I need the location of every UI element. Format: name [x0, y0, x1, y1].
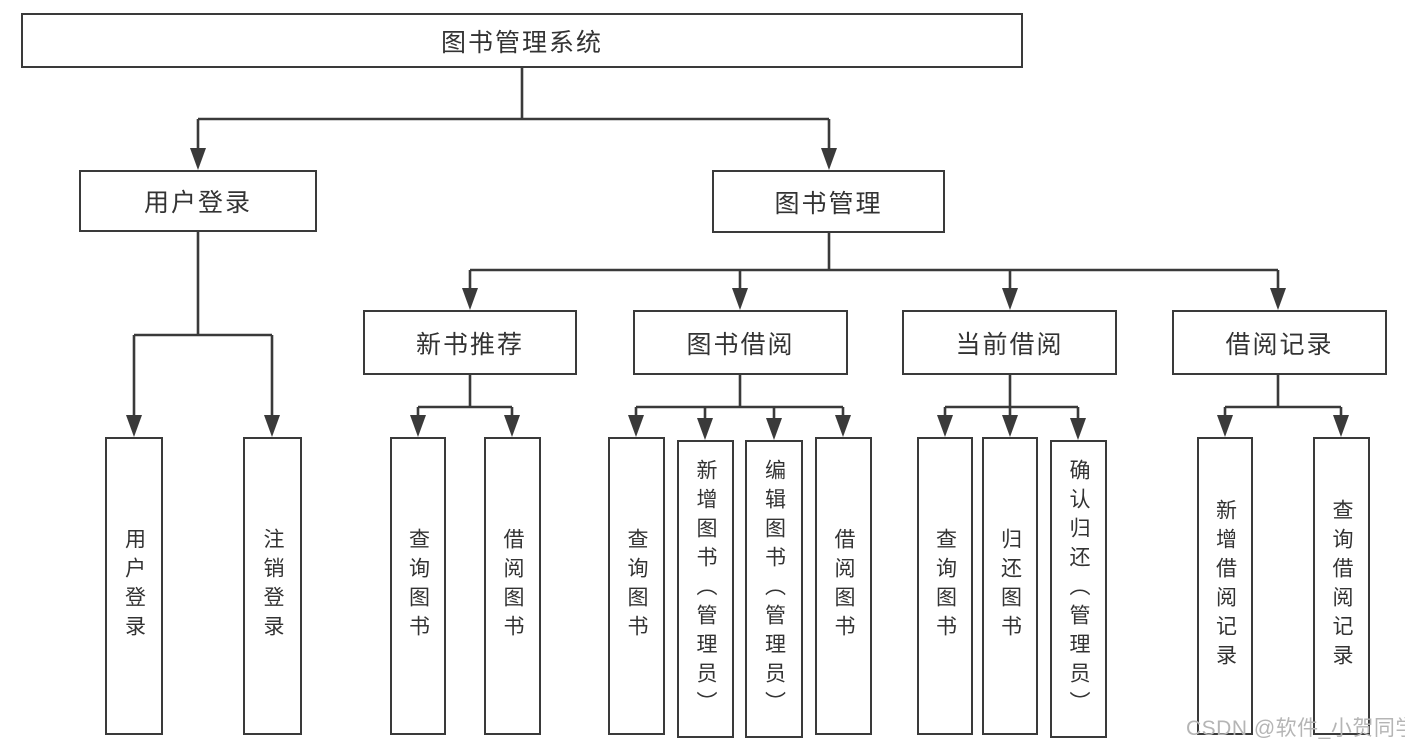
- node-borrowing-records-label: 借阅记录: [1225, 330, 1334, 359]
- node-current-borrowing: 当前借阅: [902, 310, 1117, 375]
- node-user-login-label: 用户登录: [143, 189, 252, 217]
- arrow-down-icons: [126, 148, 1349, 440]
- csdn-watermark: CSDN @软件_小贺同学: [1186, 717, 1405, 740]
- leaf-add-borrow-record-label: 新增借阅记录: [1213, 499, 1237, 673]
- leaf-confirm-return-admin-label: 确认归还（管理员）: [1067, 458, 1090, 720]
- leaf-user-login: 用户登录: [105, 437, 163, 735]
- node-book-management: 图书管理: [712, 170, 945, 233]
- node-current-borrowing-label: 当前借阅: [955, 330, 1064, 359]
- node-new-book-recommend: 新书推荐: [363, 310, 577, 375]
- leaf-confirm-return-admin: 确认归还（管理员）: [1050, 440, 1107, 738]
- leaf-query-borrow-record: 查询借阅记录: [1313, 437, 1370, 735]
- leaf-query-books-recommend-label: 查询图书: [406, 528, 430, 644]
- node-book-borrowing-label: 图书借阅: [686, 330, 795, 359]
- node-book-borrowing: 图书借阅: [633, 310, 848, 375]
- node-borrowing-records: 借阅记录: [1172, 310, 1387, 375]
- leaf-add-borrow-record: 新增借阅记录: [1197, 437, 1253, 735]
- leaf-return-books: 归还图书: [982, 437, 1038, 735]
- leaf-query-books-current-label: 查询图书: [933, 528, 957, 644]
- leaf-query-books-recommend: 查询图书: [390, 437, 446, 735]
- leaf-query-books-borrowing-label: 查询图书: [625, 528, 648, 644]
- node-root-system: 图书管理系统: [21, 13, 1023, 68]
- leaf-return-books-label: 归还图书: [998, 528, 1022, 644]
- leaf-logout-label: 注销登录: [261, 528, 284, 644]
- leaf-user-login-label: 用户登录: [122, 528, 146, 644]
- leaf-add-books-admin: 新增图书（管理员）: [677, 440, 734, 738]
- node-new-book-recommend-label: 新书推荐: [415, 330, 524, 359]
- leaf-edit-books-admin: 编辑图书（管理员）: [745, 440, 803, 738]
- leaf-borrow-books-borrowing: 借阅图书: [815, 437, 872, 735]
- leaf-query-books-current: 查询图书: [917, 437, 973, 735]
- leaf-query-borrow-record-label: 查询借阅记录: [1330, 499, 1353, 673]
- leaf-query-books-borrowing: 查询图书: [608, 437, 665, 735]
- leaf-borrow-books-borrowing-label: 借阅图书: [832, 528, 855, 644]
- leaf-add-books-admin-label: 新增图书（管理员）: [694, 458, 717, 720]
- leaf-borrow-books-recommend: 借阅图书: [484, 437, 541, 735]
- node-book-management-label: 图书管理: [774, 189, 883, 218]
- leaf-logout: 注销登录: [243, 437, 302, 735]
- leaf-edit-books-admin-label: 编辑图书（管理员）: [762, 458, 786, 720]
- node-user-login: 用户登录: [79, 170, 317, 232]
- leaf-borrow-books-recommend-label: 借阅图书: [501, 528, 524, 644]
- node-root-label: 图书管理系统: [440, 28, 603, 57]
